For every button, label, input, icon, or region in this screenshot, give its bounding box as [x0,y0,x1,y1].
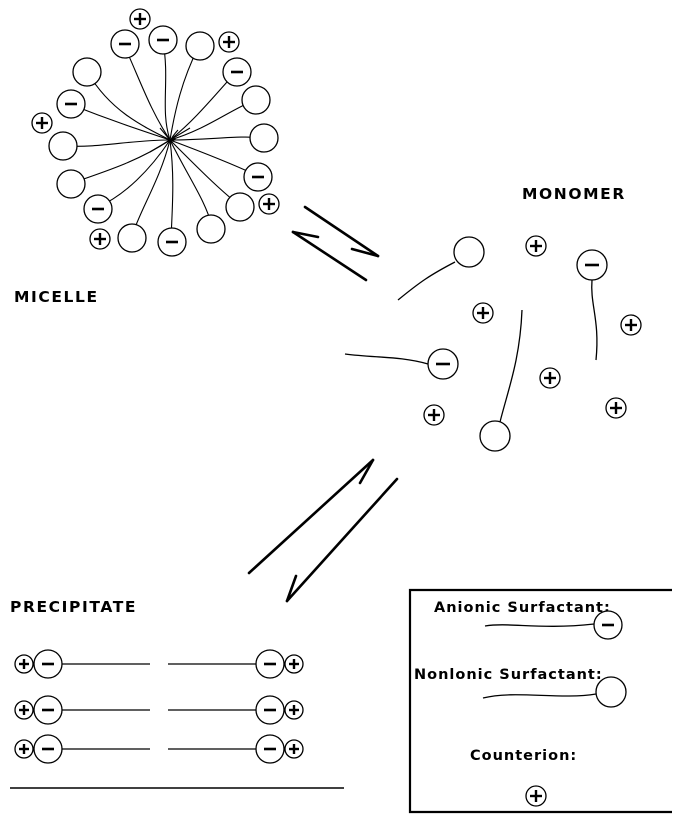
nonionic-monomer [398,237,484,300]
counterion [424,405,444,425]
arrow-to-precipitate [287,479,397,601]
precipitate-label: PRECIPITATE [10,598,137,616]
precipitate-row [15,650,303,678]
counterion [32,113,52,133]
counterion [473,303,493,323]
micelle-head [118,224,146,252]
anionic-monomer [577,250,607,360]
counterion [606,398,626,418]
micelle-head [57,170,85,198]
forward-arrow [305,207,378,256]
nonionic-monomer [480,310,522,451]
arrow-to-monomer [249,460,373,573]
counterion [259,194,279,214]
counterion [219,32,239,52]
legend-box: Anionic Surfactant: Nonlonic Surfactant:… [410,590,672,812]
counterion [621,315,641,335]
equilibrium-arrows-top [293,207,378,280]
monomers [345,236,641,451]
micelle [32,9,279,256]
legend-counterion-symbol [526,786,546,806]
counterion [90,229,110,249]
counterion [130,9,150,29]
counterion [526,236,546,256]
micelle-head [186,32,214,60]
micelle-label: MICELLE [14,288,99,306]
monomer-label: MONOMER [522,185,626,203]
micelle-head [49,132,77,160]
counterion [540,368,560,388]
precipitate-row [15,735,303,763]
micelle-heads [49,26,278,256]
equilibrium-arrows-bottom [249,460,397,601]
anionic-monomer [345,349,458,379]
micelle-head [242,86,270,114]
precipitate-row [15,696,303,724]
micelle-head [250,124,278,152]
micelle-head [73,58,101,86]
micelle-head [226,193,254,221]
legend-anionic-label: Anionic Surfactant: [434,600,611,616]
micelle-head [197,215,225,243]
precipitate [10,650,344,788]
legend-counterion-label: Counterion: [470,748,577,764]
legend-nonionic-label: Nonlonic Surfactant: [414,667,603,683]
